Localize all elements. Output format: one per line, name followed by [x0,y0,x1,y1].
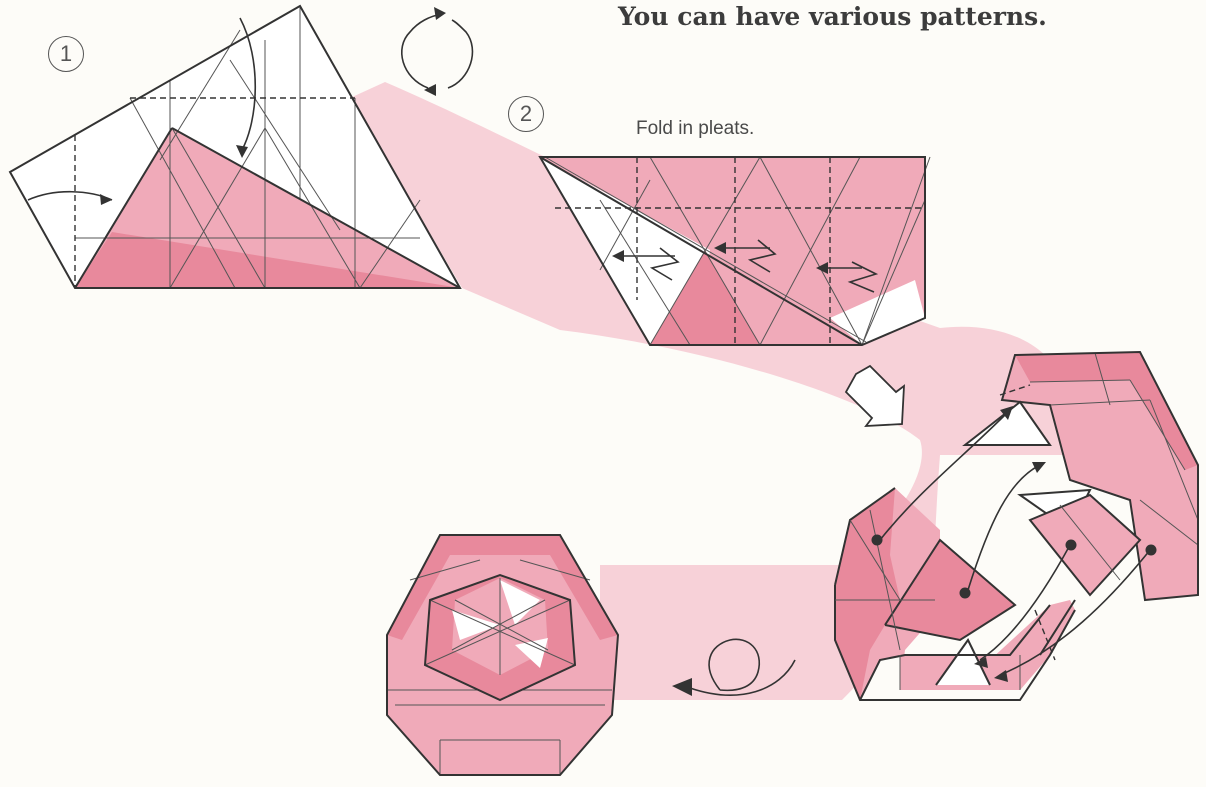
finished-model [387,535,618,775]
step2-caption: Fold in pleats. [636,118,754,140]
rotate-cycle-icon [402,7,473,96]
step-number-2: 2 [508,96,544,132]
page-title: You can have various patterns. [618,2,1047,31]
step-number-1: 1 [48,36,84,72]
